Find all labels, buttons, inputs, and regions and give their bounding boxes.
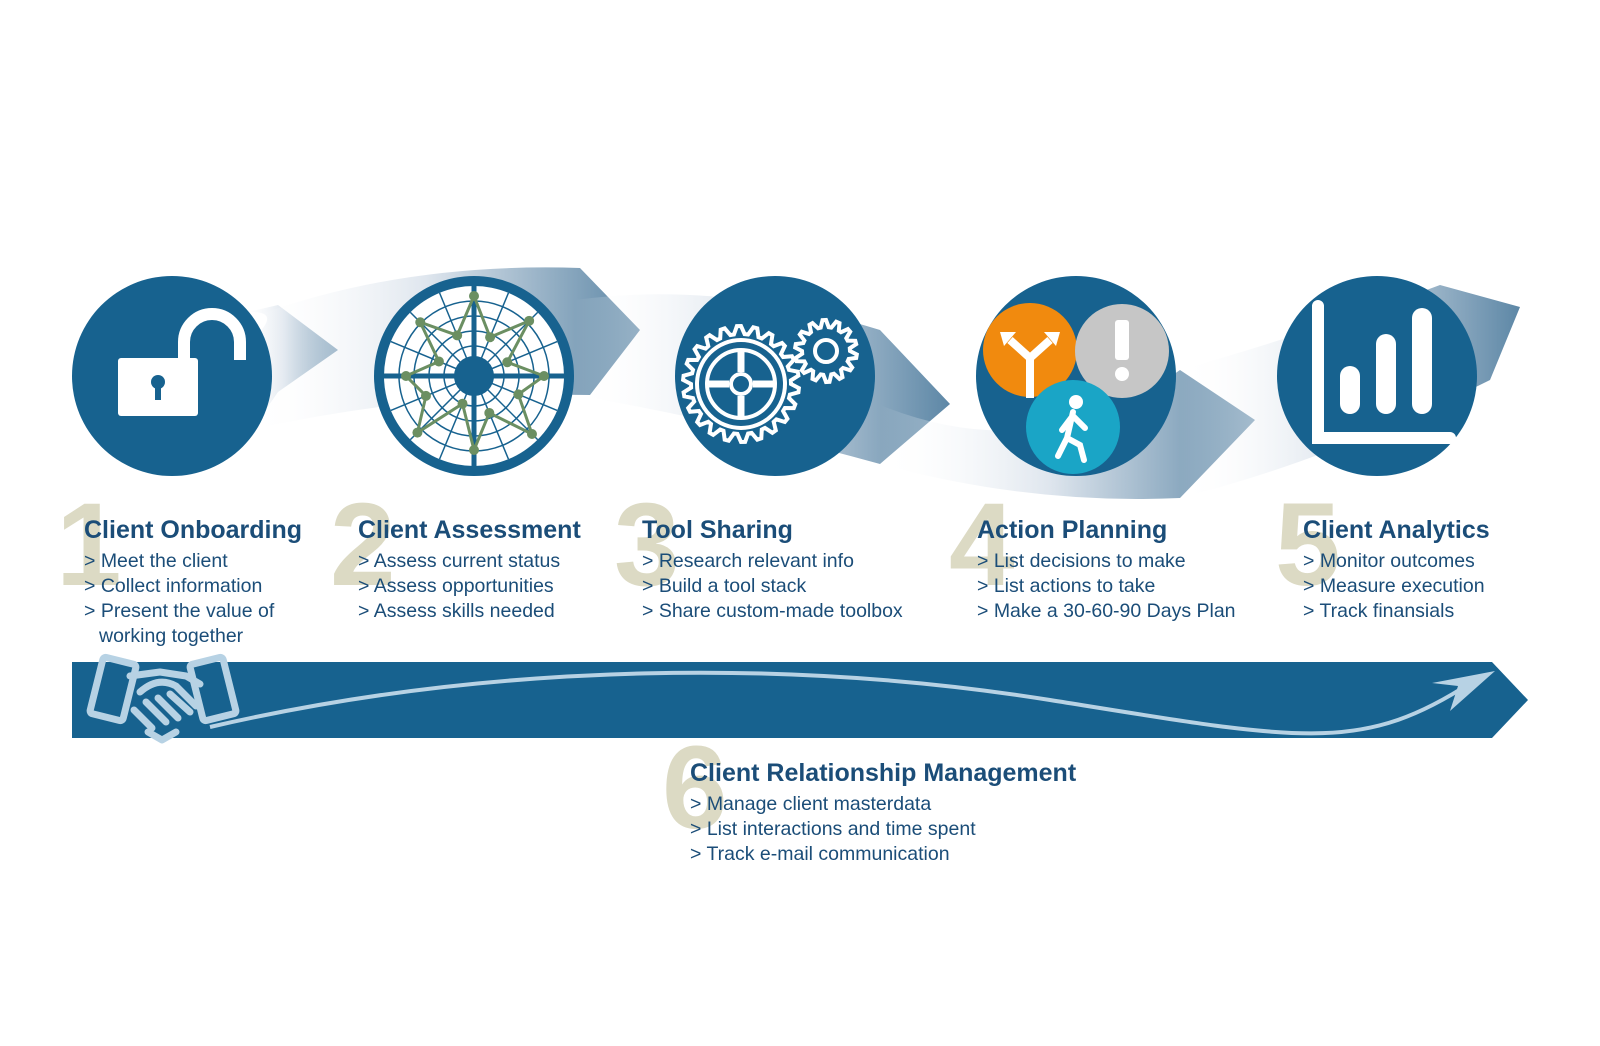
- gears-icon: [675, 276, 875, 476]
- step-2: 2 Client Assessment Assess current statu…: [330, 486, 581, 624]
- step-item: Collect information: [84, 574, 309, 599]
- step-item: Research relevant info: [642, 549, 903, 574]
- step-items: Assess current status Assess opportuniti…: [358, 549, 581, 624]
- step-item: Track finansials: [1303, 599, 1490, 624]
- decision-icons: [976, 276, 1176, 476]
- step-items: Research relevant info Build a tool stac…: [642, 549, 903, 624]
- step-item: List actions to take: [977, 574, 1236, 599]
- step-item: Assess current status: [358, 549, 581, 574]
- step-item: List decisions to make: [977, 549, 1236, 574]
- step-title: Client Onboarding: [84, 516, 303, 544]
- step-title: Client Relationship Management: [690, 759, 1077, 787]
- step-1: 1 Client Onboarding Meet the client Coll…: [56, 486, 309, 649]
- step-items: Monitor outcomes Measure execution Track…: [1303, 549, 1490, 624]
- handshake-icon: [86, 653, 240, 744]
- step-item: Present the value of working together: [84, 599, 309, 649]
- step-item: Meet the client: [84, 549, 309, 574]
- step-item: Measure execution: [1303, 574, 1490, 599]
- step-item: List interactions and time spent: [690, 817, 1076, 842]
- step-items: Meet the client Collect information Pres…: [84, 549, 309, 649]
- step-item: Assess opportunities: [358, 574, 581, 599]
- step-6: 6 Client Relationship Management Manage …: [662, 729, 1077, 867]
- step-item: Assess skills needed: [358, 599, 581, 624]
- step-items: Manage client masterdata List interactio…: [690, 792, 1076, 867]
- step-3: 3 Tool Sharing Research relevant info Bu…: [614, 486, 903, 624]
- step-item: Share custom-made toolbox: [642, 599, 903, 624]
- step-title: Action Planning: [977, 516, 1168, 544]
- step-title: Client Assessment: [358, 516, 581, 544]
- open-padlock-icon: [72, 276, 272, 476]
- step-item: Monitor outcomes: [1303, 549, 1490, 574]
- step-item: Manage client masterdata: [690, 792, 1076, 817]
- step-title: Tool Sharing: [642, 516, 793, 544]
- radar-chart-icon: [374, 276, 574, 476]
- bar-chart-icon: [1277, 276, 1477, 476]
- step-items: List decisions to make List actions to t…: [977, 549, 1236, 624]
- crm-band: [72, 662, 1528, 738]
- step-4: 4 Action Planning List decisions to make…: [949, 486, 1236, 624]
- step-item: Build a tool stack: [642, 574, 903, 599]
- step-item: Make a 30-60-90 Days Plan: [977, 599, 1236, 624]
- step-5: 5 Client Analytics Monitor outcomes Meas…: [1275, 486, 1490, 624]
- step-item: Track e-mail communication: [690, 842, 1076, 867]
- step-title: Client Analytics: [1303, 516, 1490, 544]
